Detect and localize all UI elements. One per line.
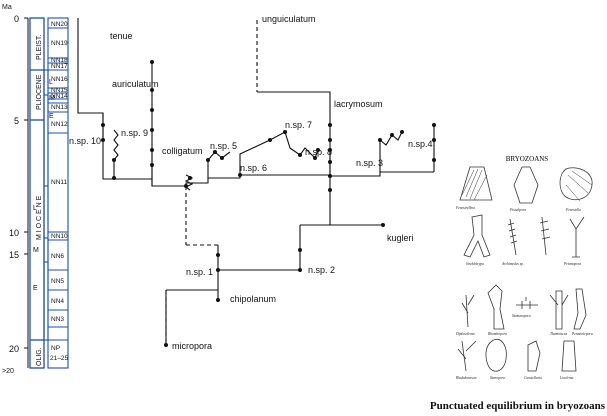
spec-streblotrypa: Streblotrypa — [466, 262, 484, 266]
label-nsp8: n.sp. 8 — [305, 147, 332, 157]
epoch-pliocene: PLIOCENE — [36, 74, 43, 110]
spec-stenopora: Stenopora — [490, 376, 505, 380]
zone-nn17: NN17 — [51, 63, 68, 70]
spec-fenestrellina: Fenestrellina — [455, 206, 475, 210]
zone-nn13: NN13 — [51, 104, 68, 111]
pliocene-early: E — [49, 113, 54, 120]
age-20: 20 — [9, 344, 19, 354]
spec-thamniscus: Thamniscus — [550, 332, 568, 336]
label-unguiculatum: unguiculatum — [262, 14, 316, 24]
epoch-oligocene: OLIG. — [36, 347, 43, 366]
zone-np-range: 21–25 — [50, 355, 68, 362]
epoch-miocene: M I O C E N E — [36, 195, 43, 240]
zone-nn4: NN4 — [51, 298, 64, 305]
label-nsp4: n.sp.4 — [408, 139, 433, 149]
label-kugleri: kugleri — [387, 233, 414, 243]
age-10: 10 — [9, 228, 19, 238]
age-older: >20 — [2, 368, 14, 375]
label-nsp7: n.sp. 7 — [285, 120, 312, 130]
spec-rhabdomeson: Rhabdomeson — [455, 376, 477, 380]
label-tenue: tenue — [110, 31, 133, 41]
label-colligatum: colligatum — [162, 146, 203, 156]
label-nsp1: n.sp. 1 — [186, 267, 213, 277]
label-lacrymosum: lacrymosum — [334, 99, 383, 109]
zone-nn20: NN20 — [51, 21, 68, 28]
label-nsp9: n.sp. 9 — [121, 128, 148, 138]
age-5: 5 — [14, 116, 19, 126]
figure-caption: Punctuated equilibrium in bryozoans — [365, 400, 605, 412]
label-nsp2: n.sp. 2 — [308, 265, 335, 275]
spec-penniretepora: Penniretepora — [571, 332, 593, 336]
phylogeny-diagram: Ma 0 5 10 15 20 >20 PLEIST. PLIOCENE M I… — [0, 0, 452, 400]
age-axis — [24, 18, 28, 368]
spec-archimedes: Archimedes sp. — [501, 262, 524, 266]
spec-diplosolenia: Diplosolenia — [455, 332, 475, 336]
spec-fenestella: Fenestella — [565, 208, 581, 212]
zone-nn3: NN3 — [51, 316, 64, 323]
spec-constellaria: Constellaria — [524, 376, 542, 380]
zone-nn19: NN19 — [51, 40, 68, 47]
age-15: 15 — [9, 250, 19, 260]
label-auriculatum: auriculatum — [112, 79, 159, 89]
zone-nn10: NN10 — [51, 233, 68, 240]
spec-rhombopora: Rhombopora — [487, 332, 507, 336]
zone-nn11: NN11 — [51, 179, 68, 186]
label-chipolanum: chipolanum — [230, 294, 276, 304]
zone-nn16: NN16 — [51, 76, 68, 83]
label-nsp10: n.sp. 10 — [69, 136, 101, 146]
epoch-pleistocene: PLEIST. — [36, 35, 43, 60]
epoch-column — [30, 18, 44, 368]
label-micropora: micropora — [172, 341, 212, 351]
zone-nn5: NN5 — [51, 278, 64, 285]
zone-nn14: NN14 — [51, 93, 68, 100]
spec-prismopora: Prismopora — [563, 262, 581, 266]
miocene-late: L — [33, 205, 37, 212]
spec-lioclema: Lioclema — [559, 376, 574, 380]
miocene-mid: M — [33, 247, 39, 254]
label-nsp3: n.sp. 3 — [356, 158, 383, 168]
inset-title: BRYOZOANS — [506, 155, 549, 163]
miocene-early: E — [33, 285, 38, 292]
label-nsp6: n.sp. 6 — [240, 163, 267, 173]
age-0: 0 — [14, 14, 19, 24]
spec-stomatopora: Stomatopora — [512, 314, 531, 318]
ma-label: Ma — [2, 4, 12, 11]
spec-fistulipora: Fistulipora — [509, 208, 526, 212]
zone-nn12: NN12 — [51, 121, 68, 128]
bryozoan-illustration: BRYOZOANS Fenestrellina Fistulipo — [452, 145, 602, 385]
label-nsp5: n.sp. 5 — [210, 141, 237, 151]
zone-np: NP — [51, 345, 60, 352]
zone-nn6: NN6 — [51, 253, 64, 260]
bryozoan-plate: BRYOZOANS Fenestrellina Fistulipo — [452, 145, 602, 385]
